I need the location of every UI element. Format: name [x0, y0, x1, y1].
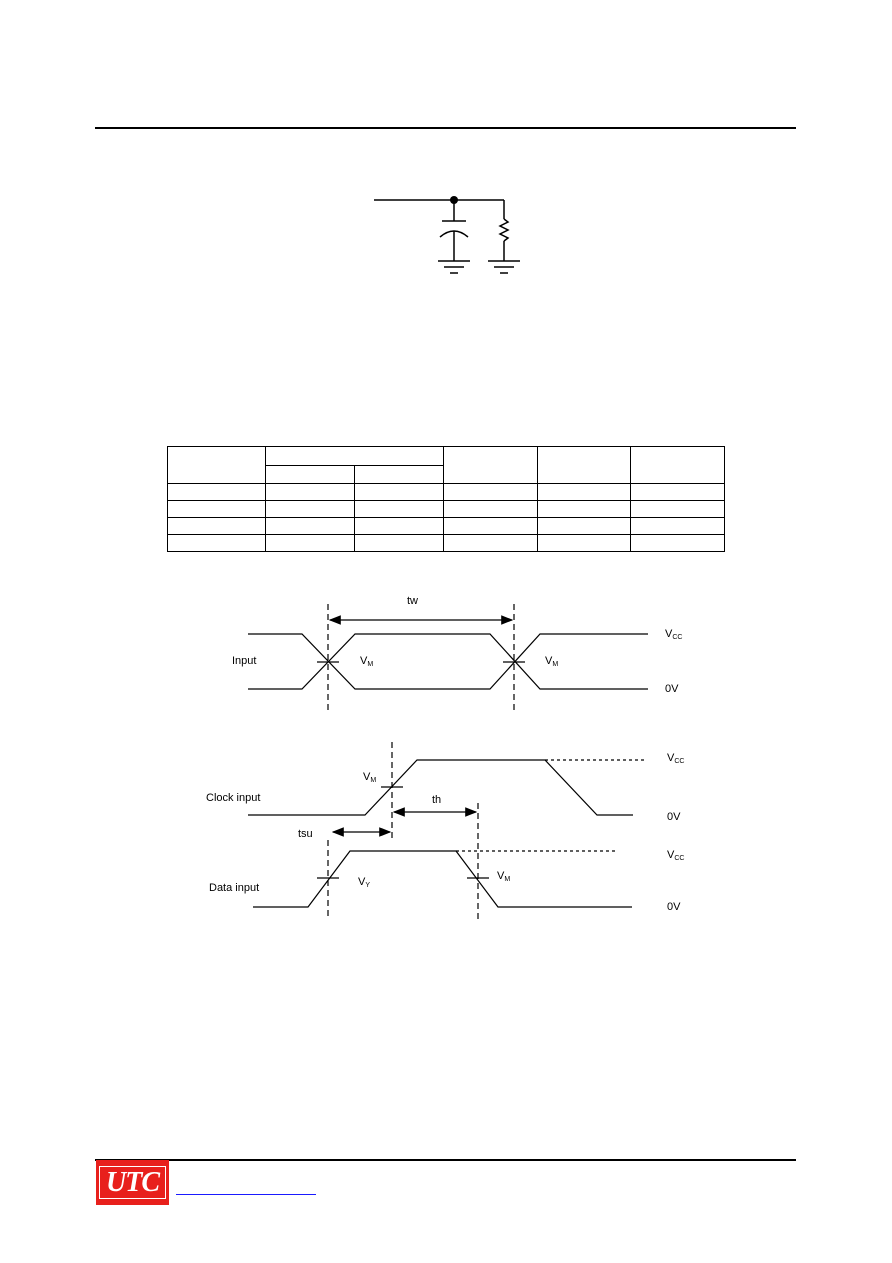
- spec-table: [167, 446, 725, 552]
- vm-label: VM: [360, 655, 373, 668]
- vm-label: VM: [363, 771, 376, 784]
- vm-label: VM: [497, 870, 510, 883]
- setup-hold-waveform: Clock input Data input th tsu VM VY VM V…: [206, 742, 684, 920]
- table-cell: [443, 446, 538, 484]
- table-row: [167, 483, 725, 501]
- table-cell: [265, 464, 355, 484]
- zero-volt-label: 0V: [667, 811, 681, 823]
- zero-volt-label: 0V: [665, 683, 679, 695]
- table-cell: [265, 446, 444, 466]
- tsu-label: tsu: [298, 828, 313, 840]
- junction-dot: [450, 196, 458, 204]
- load-circuit-diagram: [374, 196, 520, 274]
- data-input-label: Data input: [209, 882, 259, 894]
- table-row: [167, 534, 725, 552]
- table-cell: [630, 446, 725, 484]
- footer-link[interactable]: [176, 1194, 316, 1195]
- utc-logo-text: UTC: [99, 1166, 166, 1199]
- pulse-width-waveform: tw Input VM VM VCC 0V: [232, 595, 682, 710]
- table-cell: [537, 446, 631, 484]
- vcc-label: VCC: [665, 628, 682, 641]
- vcc-label: VCC: [667, 752, 684, 765]
- table-row: [167, 500, 725, 518]
- table-row: [167, 517, 725, 535]
- vm-label: VM: [545, 655, 558, 668]
- table-header-row: [167, 446, 725, 484]
- vcc-label: VCC: [667, 849, 684, 862]
- utc-logo: UTC: [96, 1160, 169, 1205]
- th-label: th: [432, 794, 441, 806]
- table-cell: [354, 464, 444, 484]
- footer-rule: [95, 1159, 796, 1161]
- vy-label: VY: [358, 876, 370, 889]
- header-rule: [95, 127, 796, 129]
- tw-label: tw: [407, 595, 418, 607]
- zero-volt-label: 0V: [667, 901, 681, 913]
- table-cell: [167, 446, 266, 484]
- clock-input-label: Clock input: [206, 792, 260, 804]
- input-label: Input: [232, 655, 256, 667]
